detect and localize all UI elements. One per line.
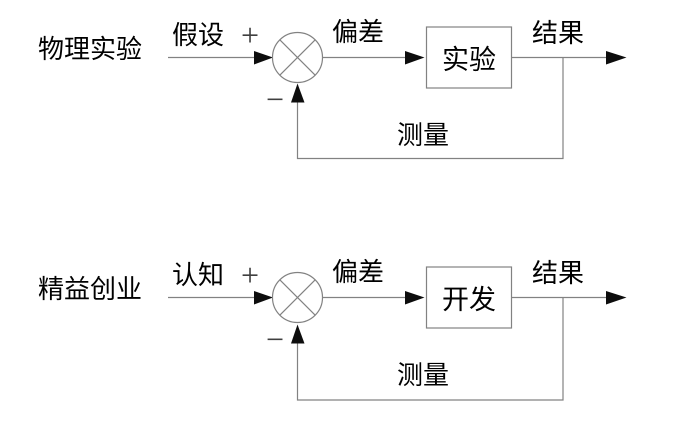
input-arrowhead-icon bbox=[254, 51, 273, 65]
output-arrowhead-icon bbox=[606, 291, 627, 305]
flow-graphics bbox=[168, 26, 627, 160]
plus-sign: + bbox=[241, 17, 260, 53]
feedback-line bbox=[296, 297, 564, 401]
input-label: 假设 bbox=[172, 21, 225, 50]
diagram-lean-startup: 精益创业 认知 + 偏差 开发 结果 − 测量 bbox=[0, 240, 693, 425]
diagram-title: 物理实验 bbox=[38, 35, 143, 64]
input-label: 认知 bbox=[172, 261, 225, 290]
process-label: 开发 bbox=[442, 285, 496, 315]
feedback-arrowhead-icon bbox=[291, 83, 305, 103]
feedback-line bbox=[296, 57, 564, 160]
junction-cross-line-2 bbox=[279, 39, 316, 76]
diagram-physics-experiment: 物理实验 假设 + 偏差 实验 结果 − 测量 bbox=[0, 0, 693, 185]
flow-graphics bbox=[168, 266, 627, 401]
junction-cross-line-2 bbox=[279, 279, 316, 316]
process-arrowhead-icon bbox=[405, 291, 425, 305]
output-label: 结果 bbox=[532, 19, 585, 48]
output-arrowhead-icon bbox=[606, 51, 627, 65]
plus-sign: + bbox=[241, 257, 260, 293]
feedback-label: 测量 bbox=[397, 361, 450, 390]
minus-sign: − bbox=[266, 321, 285, 357]
feedback-label: 测量 bbox=[397, 121, 450, 150]
diagram-title: 精益创业 bbox=[38, 275, 143, 304]
process-arrowhead-icon bbox=[405, 51, 425, 65]
error-label: 偏差 bbox=[332, 18, 385, 47]
process-label: 实验 bbox=[442, 45, 496, 75]
output-label: 结果 bbox=[532, 259, 585, 288]
minus-sign: − bbox=[266, 81, 285, 117]
error-label: 偏差 bbox=[332, 258, 385, 287]
feedback-arrowhead-icon bbox=[291, 324, 305, 344]
input-arrowhead-icon bbox=[254, 291, 273, 305]
